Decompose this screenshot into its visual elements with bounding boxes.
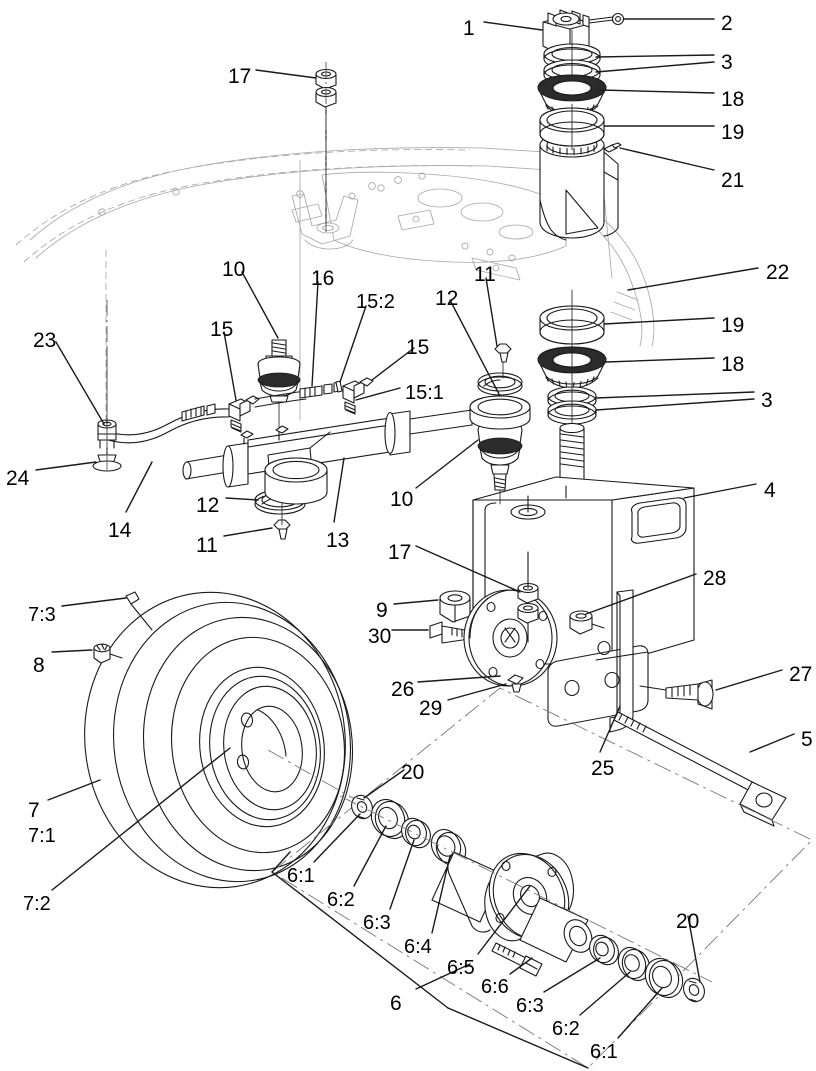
part-9-hex-nut <box>439 590 471 623</box>
callout-7-1: 7:1 <box>28 825 56 847</box>
callout-15-1: 15:1 <box>405 382 444 404</box>
part-25-mounting-plate <box>547 589 649 733</box>
callout-6-2: 6:2 <box>552 1018 580 1040</box>
part-6-3-race-right <box>589 934 619 966</box>
callout-14: 14 <box>108 519 132 542</box>
callout-21: 21 <box>721 169 745 192</box>
callout-6-3: 6:3 <box>363 912 391 934</box>
part-7-tire-and-wheel <box>84 591 354 889</box>
callout-17: 17 <box>388 541 412 564</box>
part-7-3-valve-stem <box>125 591 153 631</box>
callout-6-5: 6:5 <box>447 957 475 979</box>
part-15-2-backup-ring <box>335 380 343 393</box>
callout-26: 26 <box>391 678 415 701</box>
callout-23: 23 <box>33 329 57 352</box>
callout-7-3: 7:3 <box>28 604 56 626</box>
part-6-3-race-left <box>401 817 431 849</box>
part-2-cotter-pin <box>588 12 625 26</box>
part-21-grease-fitting <box>603 142 622 153</box>
callout-4: 4 <box>764 479 776 502</box>
callout-18: 18 <box>721 88 745 111</box>
part-18-tapered-bearing-upper <box>537 74 607 117</box>
callout-7-2: 7:2 <box>23 893 51 915</box>
callout-5: 5 <box>801 728 813 751</box>
part-6-2-bearing-right <box>617 946 651 982</box>
part-8-lug-nut <box>93 643 123 664</box>
part-6-6-bolt <box>491 942 543 977</box>
callout-9: 9 <box>376 599 388 622</box>
part-13-steering-cylinder <box>182 395 531 505</box>
callout-24: 24 <box>6 467 30 490</box>
callout-12: 12 <box>196 494 220 517</box>
part-17-lock-nuts-center <box>517 551 539 643</box>
callout-6-4: 6:4 <box>404 936 432 958</box>
callout-18: 18 <box>721 353 745 376</box>
callout-3: 3 <box>721 51 733 74</box>
callout-7: 7 <box>28 799 40 822</box>
callout-6-2: 6:2 <box>327 889 355 911</box>
part-10-ball-joint-upper <box>257 339 301 441</box>
part-27-shoulder-bolt <box>639 679 714 710</box>
part-12-ring-right <box>477 372 523 396</box>
callout-11: 11 <box>196 534 218 557</box>
callout-29: 29 <box>419 697 443 720</box>
callout-2: 2 <box>721 12 733 35</box>
callout-6-1: 6:1 <box>287 865 315 887</box>
part-15-elbow-right <box>342 377 374 415</box>
callout-19: 19 <box>721 314 745 337</box>
part-6-2-bearing-left <box>370 798 410 840</box>
part-14-hydraulic-hose-long <box>107 403 230 444</box>
part-15-elbow-left <box>228 395 260 433</box>
callout-25: 25 <box>591 757 615 780</box>
callout-17: 17 <box>228 65 252 88</box>
callout-10: 10 <box>222 258 246 281</box>
part-29-carriage-bolt <box>507 674 524 693</box>
callout-15-2: 15:2 <box>356 291 395 313</box>
callout-20: 20 <box>401 761 425 784</box>
callout-6-6: 6:6 <box>481 976 509 998</box>
callout-19: 19 <box>721 121 745 144</box>
part-6-hub-assembly <box>271 687 813 1069</box>
callout-28: 28 <box>703 567 727 590</box>
callout-1: 1 <box>463 17 475 40</box>
callout-27: 27 <box>789 663 813 686</box>
part-20-cap-right <box>683 977 705 1003</box>
part-6-5-hub-body <box>431 851 593 963</box>
callout-3: 3 <box>761 389 773 412</box>
callout-15: 15 <box>210 318 234 341</box>
leader-lines <box>35 18 795 1069</box>
callout-8: 8 <box>33 654 45 677</box>
callout-10: 10 <box>390 488 414 511</box>
part-6-1-dust-cap-right <box>644 957 684 999</box>
callout-11: 11 <box>474 263 496 286</box>
callout-13: 13 <box>326 529 350 552</box>
callout-30: 30 <box>368 625 392 648</box>
callout-6: 6 <box>390 992 402 1015</box>
callout-12: 12 <box>435 287 459 310</box>
callout-6-1: 6:1 <box>590 1041 618 1063</box>
callout-20: 20 <box>676 910 700 933</box>
callout-16: 16 <box>311 267 335 290</box>
callout-22: 22 <box>766 261 790 284</box>
callout-15: 15 <box>406 336 430 359</box>
part-5-axle-rod <box>613 711 787 827</box>
part-11-grease-fitting-right <box>494 343 512 379</box>
callout-6-3: 6:3 <box>516 995 544 1017</box>
